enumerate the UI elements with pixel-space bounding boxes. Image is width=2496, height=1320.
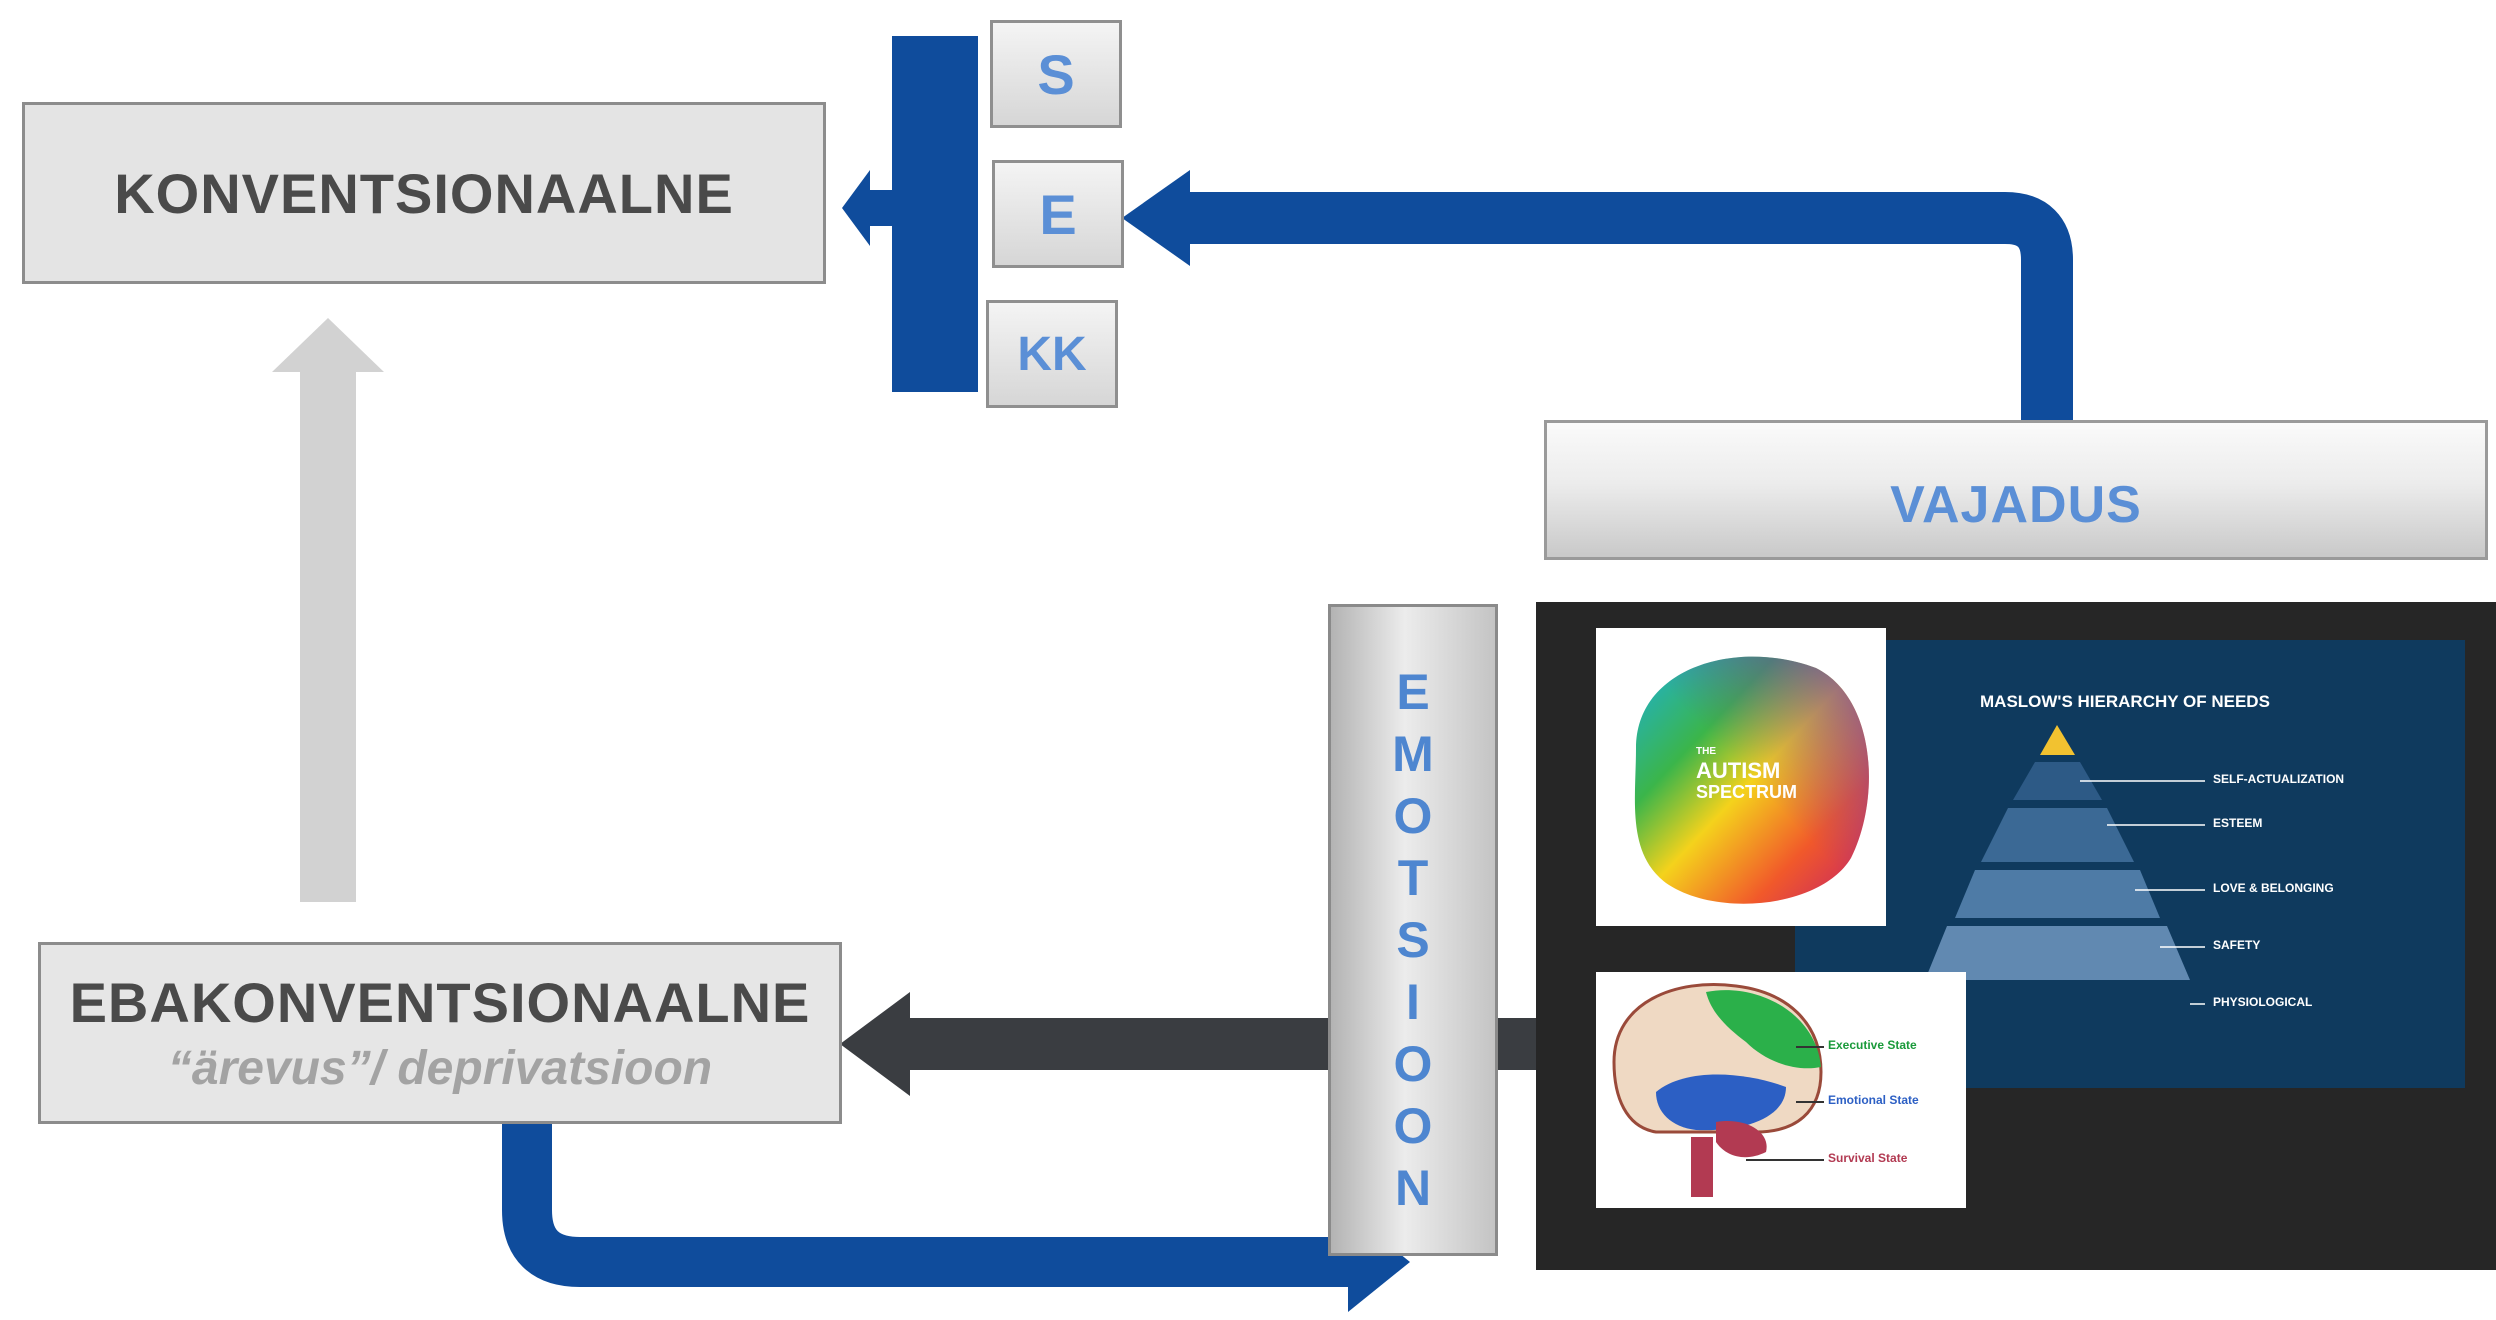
maslow-level-label: SAFETY [2213,938,2261,952]
ebakonventsionaalne-sublabel: “ärevus”/ deprivatsioon [167,1042,713,1095]
arrow-up-gray [272,318,384,902]
konventsionaalne-label: KONVENTSIONAALNE [114,161,734,225]
autism-spectrum-blob [1634,656,1869,904]
kk-label: KK [1017,327,1087,381]
emotsioon-letter: I [1406,974,1420,1030]
autism-title-small: THE [1696,746,1716,757]
emotsioon-bar: E M O T S I O O N [1328,604,1498,1256]
s-label: S [1037,42,1075,106]
emotsioon-letter: O [1393,1036,1433,1092]
brain-states-image: Executive State Emotional State Survival… [1596,972,1966,1208]
emotsioon-letter: M [1392,726,1434,782]
maslow-level-label: PHYSIOLOGICAL [2213,995,2313,1009]
arrow-ebakonv-to-emotsioon [502,1110,1410,1312]
brain-illustration [1612,983,1824,1197]
ebakonventsionaalne-box: EBAKONVENTSIONAALNE “ärevus”/ deprivatsi… [38,942,842,1124]
autism-spectrum-image: THE AUTISM SPECTRUM [1596,628,1886,926]
autism-title: AUTISM [1696,758,1781,783]
maslow-pyramid [1925,725,2205,1005]
arrow-vajadus-to-e [1122,170,2073,440]
vajadus-label: VAJADUS [1890,476,2142,534]
autism-title: SPECTRUM [1696,782,1798,802]
sek-bar-arrow [842,36,978,392]
emotsioon-letter: T [1397,850,1429,906]
emotsioon-letter: E [1396,664,1430,720]
maslow-level-label: SELF-ACTUALIZATION [2213,772,2345,786]
konventsionaalne-box: KONVENTSIONAALNE [22,102,826,284]
brain-state-label: Executive State [1828,1038,1917,1052]
emotsioon-letter: N [1394,1160,1432,1216]
brain-state-label: Survival State [1828,1151,1908,1165]
vajadus-box: VAJADUS [1544,420,2488,560]
maslow-level-label: ESTEEM [2213,816,2263,830]
emotsioon-letter: S [1396,912,1430,968]
kk-box: KK [986,300,1118,408]
emotsioon-letter: O [1393,1098,1433,1154]
ebakonventsionaalne-label: EBAKONVENTSIONAALNE [69,971,811,1034]
maslow-title: MASLOW'S HIERARCHY OF NEEDS [1980,692,2270,711]
maslow-level-label: LOVE & BELONGING [2213,881,2334,895]
s-box: S [990,20,1122,128]
brain-state-label: Emotional State [1828,1093,1919,1107]
emotsioon-letter: O [1393,788,1433,844]
e-box: E [992,160,1124,268]
e-label: E [1039,182,1077,246]
